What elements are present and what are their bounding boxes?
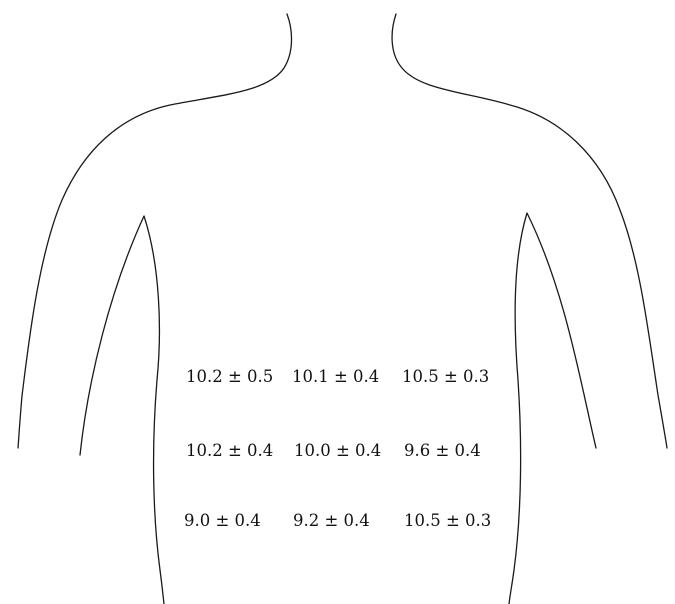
- right-torso-side-line: [509, 213, 596, 604]
- measurement-grid: 10.2 ± 0.5 10.1 ± 0.4 10.5 ± 0.3 10.2 ± …: [184, 367, 491, 530]
- measurement-r2c1: 10.2 ± 0.4: [186, 441, 273, 460]
- left-torso-side-line: [80, 216, 164, 604]
- measurement-r1c1: 10.2 ± 0.5: [186, 367, 273, 386]
- measurement-r1c3: 10.5 ± 0.3: [402, 367, 489, 386]
- measurement-r2c2: 10.0 ± 0.4: [294, 441, 381, 460]
- measurement-r3c2: 9.2 ± 0.4: [293, 511, 370, 530]
- measurement-r2c3: 9.6 ± 0.4: [404, 441, 481, 460]
- measurement-r1c2: 10.1 ± 0.4: [292, 367, 379, 386]
- measurement-r3c1: 9.0 ± 0.4: [184, 511, 261, 530]
- measurement-r3c3: 10.5 ± 0.3: [404, 511, 491, 530]
